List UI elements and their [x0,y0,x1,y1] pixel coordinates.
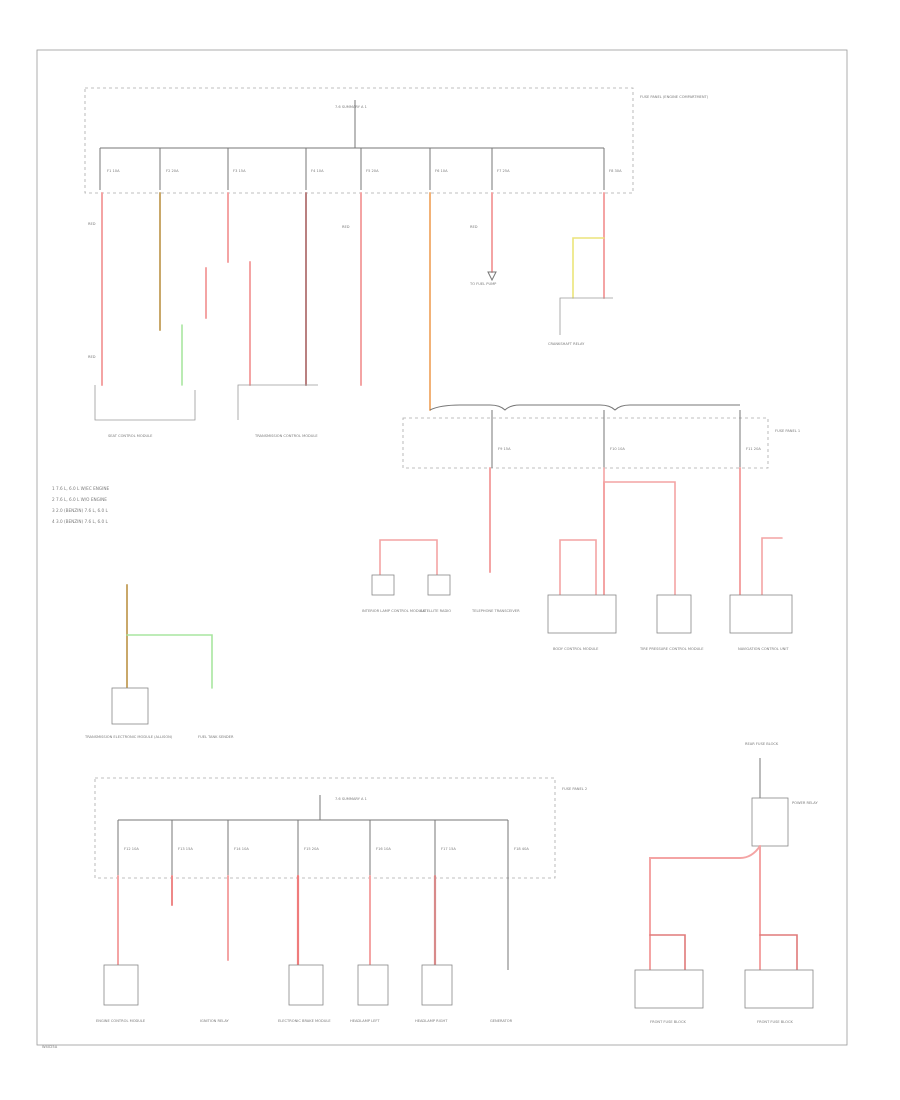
component-label: SATELLITE RADIO [420,609,451,613]
fuse-label: F15 20A [304,847,319,851]
wire-red [379,539,438,576]
component-label: HEADLAMP RIGHT [415,1019,448,1023]
fuse-label: F9 15A [498,447,511,451]
bottom-right-branch: POWER RELAY REAR FUSE BLOCK FRONT FUSE B… [634,742,818,1024]
component-label: INTERIOR LAMP CONTROL MODULE [362,609,426,613]
component-label: HEADLAMP LEFT [350,1019,380,1023]
component-label: FRONT FUSE BLOCK [757,1020,793,1024]
wire-code: RED [88,355,96,359]
fuse-block-3-label: FUSE PANEL 2 [562,787,587,791]
fuse-label: F11 20A [746,447,761,451]
top-fuse-labels: F1 10A F2 20A F3 15A F4 10A F5 20A F6 10… [107,169,622,173]
component-label: POWER RELAY [792,801,818,805]
wire-red [603,467,676,596]
legend-item: 1 7.6 L, 6.0 L W/EC ENGINE [52,486,109,491]
component-label: ELECTRONIC BRAKE MODULE [278,1019,331,1023]
component-label: GENERATOR [490,1019,513,1023]
bottom-fuse-block: FUSE PANEL 2 7.6 SUMMARY A 1 F12 10A F13… [94,777,587,879]
wire-yellow [572,237,605,299]
top-wires [101,192,605,411]
top-block-ref: 7.6 SUMMARY A 1 [335,105,367,109]
middle-components: INTERIOR LAMP CONTROL MODULE SATELLITE R… [362,574,793,651]
component-label: BODY CONTROL MODULE [553,647,599,651]
component-label: TRANSMISSION CONTROL MODULE [254,434,318,438]
legend-item: 2 7.6 L, 6.0 L W/O ENGINE [52,497,107,502]
wire-red [759,934,798,971]
bottom-components: ENGINE CONTROL MODULE IGNITION RELAY ELE… [96,964,513,1023]
fuel-pump-note: TO FUEL PUMP [469,282,497,286]
legend: 1 7.6 L, 6.0 L W/EC ENGINE 2 7.6 L, 6.0 … [52,486,109,524]
top-fuse-block: FUSE PANEL (ENGINE COMPARTMENT) 7.6 SUMM… [84,87,709,194]
fuse-label: F12 10A [124,847,139,851]
component-label: FUEL TANK SENDER [198,735,234,739]
component-label: CRANKSHAFT RELAY [548,342,585,346]
component-label: SEAT CONTROL MODULE [108,434,153,438]
top-block-label: FUSE PANEL (ENGINE COMPARTMENT) [640,95,709,99]
fuse-label: F1 10A [107,169,120,173]
fuse-label: F10 10A [610,447,625,451]
component-label: TRANSMISSION ELECTRONIC MODULE (ALLISON) [84,735,173,739]
fuse-label: F8 30A [609,169,622,173]
fuse-block-3-ref: 7.6 SUMMARY A 1 [335,797,367,801]
wire-code: RED [470,225,478,229]
fuse-label: F16 10A [376,847,391,851]
component-label: NAVIGATION CONTROL UNIT [738,647,789,651]
left-middle-branch: TRANSMISSION ELECTRONIC MODULE (ALLISON)… [84,584,234,739]
fuse-label: F6 10A [435,169,448,173]
component-label: ENGINE CONTROL MODULE [96,1019,146,1023]
wire-red [649,845,761,971]
top-components: SEAT CONTROL MODULE TRANSMISSION CONTROL… [88,222,613,438]
image-code: W4025A [42,1045,58,1049]
fuse-label: F2 20A [166,169,179,173]
diagram-frame [36,49,848,1046]
legend-item: 3 2.0 (BENZIN) 7.6 L, 6.0 L [52,508,108,513]
middle-bus: FUSE PANEL 1 F9 15A F10 10A F11 20A [402,404,800,469]
component-label: FRONT FUSE BLOCK [650,1020,686,1024]
fuse-label: F13 15A [178,847,193,851]
fuse-label: F14 10A [234,847,249,851]
bottom-wires [117,874,509,970]
component-label: TIRE PRESSURE CONTROL MODULE [639,647,704,651]
wire-green [126,634,213,689]
fuse-label: F4 10A [311,169,324,173]
middle-wires [379,467,783,596]
component-label: TELEPHONE TRANSCEIVER [471,609,520,613]
fuse-label: F3 15A [233,169,246,173]
legend-item: 4 3.0 (BENZIN) 7.6 L, 6.0 L [52,519,108,524]
fuse-label: F17 15A [441,847,456,851]
fuse-label: F18 40A [514,847,529,851]
wire-red [649,934,686,971]
wire-red [559,539,597,596]
wire-red [761,537,783,596]
component-label: REAR FUSE BLOCK [745,742,779,746]
wire-code: RED [88,222,96,226]
fuse-label: F7 25A [497,169,510,173]
wire-code: RED [342,225,350,229]
fuse-block-2-label: FUSE PANEL 1 [775,429,800,433]
fuse-label: F5 20A [366,169,379,173]
component-label: IGNITION RELAY [200,1019,230,1023]
